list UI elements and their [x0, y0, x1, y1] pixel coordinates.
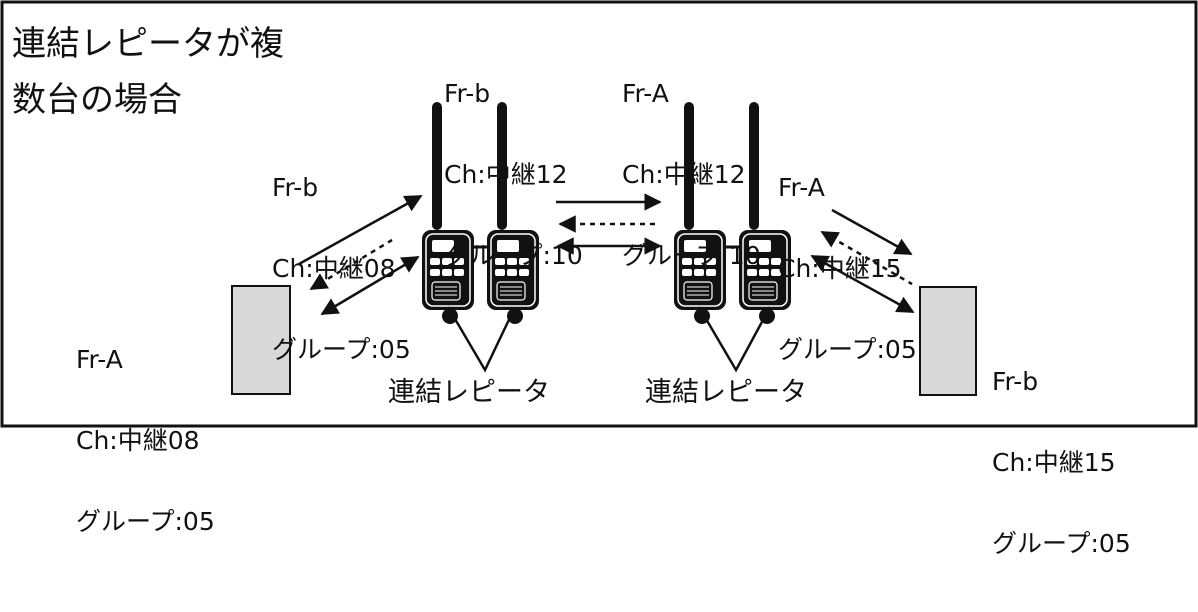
label-ch: Ch:中継12 — [444, 160, 568, 189]
diagram-stage: 連結レピータが複 数台の場合 Fr-A Ch:中継08 グループ:05 Fr-b… — [0, 0, 1198, 557]
diagram-title-line2: 数台の場合 — [12, 80, 182, 120]
repeater2-caption-pointer — [697, 306, 772, 373]
terminal-left-device — [231, 285, 291, 395]
diagram-title-line1: 連結レピータが複 — [12, 24, 284, 64]
label-ch: Ch:中継08 — [272, 254, 396, 283]
label-fr: Fr-A — [778, 173, 825, 202]
arrow-right-bidirectional — [810, 254, 915, 314]
diagram-canvas — [0, 0, 1198, 428]
arrow-left-downlink — [320, 255, 420, 316]
label-repeater1-left: Fr-b Ch:中継08 グループ:05 — [272, 120, 411, 417]
label-group: グループ:05 — [272, 335, 411, 364]
terminal-right-device — [919, 286, 977, 396]
label-fr: Fr-A — [622, 79, 669, 108]
outer-border — [0, 0, 1198, 428]
repeater1-caption-pointer — [446, 306, 517, 373]
label-ch: Ch:中継12 — [622, 160, 746, 189]
label-repeater1-right: Fr-b Ch:中継12 グループ:10 — [444, 26, 583, 323]
caption-repeater1: 連結レピータ — [388, 377, 550, 408]
label-fr: Fr-b — [992, 367, 1039, 396]
label-group: グループ:05 — [992, 529, 1131, 558]
label-ch: Ch:中継08 — [76, 426, 200, 455]
label-group: グループ:10 — [622, 241, 761, 270]
label-group: グループ:05 — [76, 507, 215, 536]
label-right-terminal: Fr-b Ch:中継15 グループ:05 — [992, 314, 1131, 611]
arrow-left-uplink — [298, 194, 423, 266]
label-fr: Fr-b — [444, 79, 491, 108]
label-fr: Fr-b — [272, 173, 319, 202]
caption-repeater2: 連結レピータ — [645, 377, 807, 408]
label-left-terminal: Fr-A Ch:中継08 グループ:05 — [76, 292, 215, 589]
label-fr: Fr-A — [76, 345, 123, 374]
label-ch: Ch:中継15 — [992, 448, 1116, 477]
arrow-right-forward — [831, 208, 913, 256]
label-repeater2-left: Fr-A Ch:中継12 グループ:10 — [622, 26, 761, 323]
label-group: グループ:05 — [778, 335, 917, 364]
label-group: グループ:10 — [444, 241, 583, 270]
label-repeater2-right: Fr-A Ch:中継15 グループ:05 — [778, 120, 917, 417]
label-ch: Ch:中継15 — [778, 254, 902, 283]
